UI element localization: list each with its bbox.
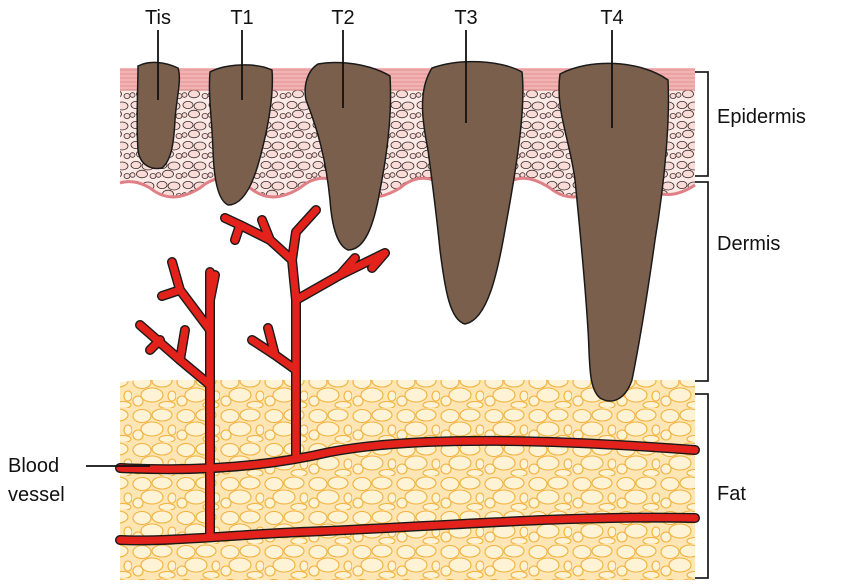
layer-label-epidermis: Epidermis [717,106,806,128]
stage-label-t1: T1 [230,7,253,29]
epidermis-bracket [695,72,708,176]
layer-label-dermis: Dermis [717,233,780,255]
fat-bracket [695,394,708,578]
blood-vessel-label-line2: vessel [8,484,65,506]
stage-label-tis: Tis [145,7,171,29]
stage-label-t2: T2 [331,7,354,29]
layer-label-fat: Fat [717,483,746,505]
dermis-bracket [695,182,708,381]
stage-label-t4: T4 [600,7,623,29]
blood-vessel-label-line1: Blood [8,455,59,477]
stage-label-t3: T3 [454,7,477,29]
